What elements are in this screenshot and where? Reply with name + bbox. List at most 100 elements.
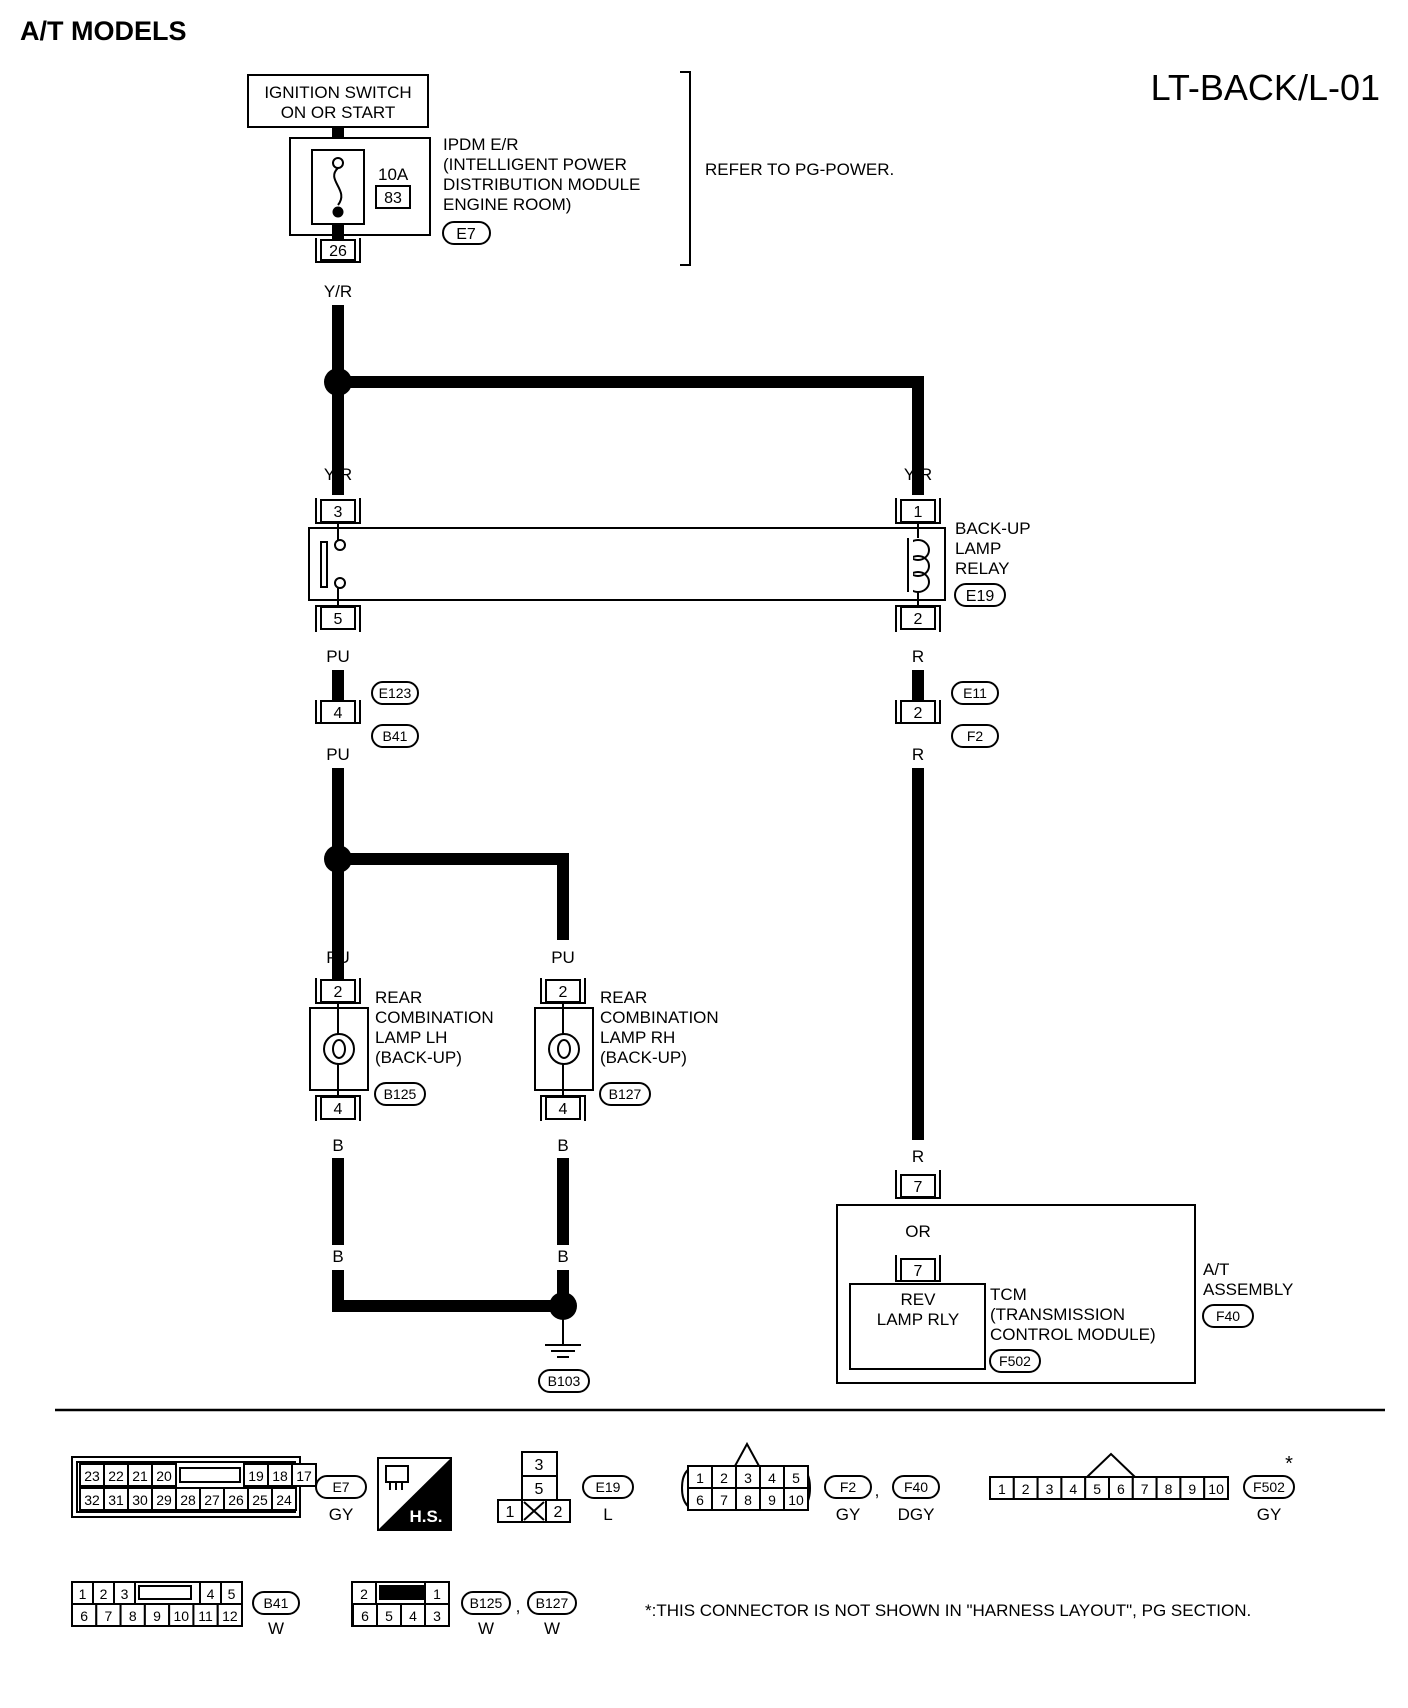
b41-pin-label: 5	[228, 1586, 236, 1602]
b41-pin-label: 12	[222, 1608, 238, 1624]
relay-coil	[903, 538, 930, 593]
svg-text:26: 26	[329, 243, 347, 260]
fuse-amp: 10A	[378, 165, 409, 184]
lamp-rh-label-4: (BACK-UP)	[600, 1048, 687, 1067]
f2-pin-label: 5	[792, 1470, 800, 1486]
wire-label-yr-2: Y/R	[324, 465, 352, 484]
f2-pin-label: 9	[768, 1492, 776, 1508]
svg-text:E123: E123	[379, 685, 412, 701]
b41-pin-label: 8	[129, 1608, 137, 1624]
e7-pin-label: 25	[252, 1492, 268, 1508]
e7-pin-label: 17	[296, 1468, 312, 1484]
relay-label-1: BACK-UP	[955, 519, 1031, 538]
svg-text:4: 4	[559, 1101, 568, 1118]
relay-switch-arm	[320, 541, 328, 588]
f502-pin-label: 9	[1188, 1481, 1196, 1497]
svg-text:2: 2	[914, 611, 923, 628]
relay-contact-top	[334, 539, 346, 551]
svg-text:5: 5	[334, 611, 343, 628]
assembly-label-1: A/T	[1203, 1260, 1229, 1279]
ipdm-label-2: (INTELLIGENT POWER	[443, 155, 627, 174]
e7-pin	[291, 1463, 317, 1487]
ipdm-label-3: DISTRIBUTION MODULE	[443, 175, 640, 194]
b125-pin-label: 3	[433, 1608, 441, 1624]
svg-text:2: 2	[334, 984, 343, 1001]
f502-pin-label: 8	[1165, 1481, 1173, 1497]
svg-text:F40: F40	[1216, 1308, 1240, 1324]
f2-pin-label: 6	[696, 1492, 704, 1508]
e7-pin	[271, 1487, 297, 1511]
svg-text:E19: E19	[596, 1479, 621, 1495]
svg-text:,: ,	[516, 1597, 521, 1616]
wire-b-ground	[332, 1270, 563, 1312]
wire-label-pu-2: PU	[326, 745, 350, 764]
tcm-connector-id: F502	[989, 1349, 1041, 1373]
svg-text:B127: B127	[536, 1595, 569, 1611]
lamp-lh-label-3: LAMP LH	[375, 1028, 447, 1047]
relay-pin-2: 2	[895, 605, 941, 632]
at-pin-outer: 7	[895, 1170, 941, 1199]
b41-pin-label: 3	[121, 1586, 129, 1602]
wire-label-b-2: B	[557, 1136, 568, 1155]
e7-pin-label: 27	[204, 1492, 220, 1508]
svg-text:L: L	[603, 1505, 612, 1524]
f502-pin-label: 2	[1022, 1481, 1030, 1497]
ground-connector-id: B103	[538, 1369, 590, 1393]
e7-pin-label: 19	[248, 1468, 264, 1484]
svg-text:B125: B125	[384, 1086, 417, 1102]
svg-text:B41: B41	[264, 1595, 289, 1611]
relay-pin-3: 3	[315, 498, 361, 524]
relay-contact-bottom	[334, 577, 346, 589]
joint-id-e11: E11	[951, 681, 999, 705]
lamp-rh-label-1: REAR	[600, 988, 647, 1007]
lamp-lh-label-2: COMBINATION	[375, 1008, 494, 1027]
f502-pin-label: 4	[1069, 1481, 1077, 1497]
ignition-switch: IGNITION SWITCH ON OR START	[247, 74, 429, 128]
svg-text:2: 2	[914, 705, 923, 722]
b41-pin-label: 7	[105, 1608, 113, 1624]
relay-pin-5: 5	[315, 605, 361, 632]
b125-pin-label: 6	[361, 1608, 369, 1624]
lamp-rh-pin-top: 2	[540, 978, 586, 1004]
wire-yr-right	[338, 376, 924, 495]
b125-key	[379, 1585, 425, 1600]
b41-pin-label: 11	[198, 1608, 213, 1624]
lamp-lh-label-1: REAR	[375, 988, 422, 1007]
f502-pin-label: 5	[1093, 1481, 1101, 1497]
b41-key	[138, 1585, 192, 1600]
svg-text:DGY: DGY	[898, 1505, 935, 1524]
lamp-lh-connector-id: B125	[374, 1082, 426, 1106]
svg-text:GY: GY	[836, 1505, 861, 1524]
wire-label-yr-1: Y/R	[324, 282, 352, 301]
rev-lamp-rly	[849, 1283, 986, 1370]
ipdm-connector-id: E7	[442, 221, 491, 245]
e7-pin	[151, 1463, 177, 1487]
tcm-label-1: TCM	[990, 1285, 1027, 1304]
ignition-label-1: IGNITION SWITCH	[264, 83, 411, 102]
e7-pin-label: 20	[156, 1468, 172, 1484]
lamp-rh-label-2: COMBINATION	[600, 1008, 719, 1027]
wire-label-yr-3: Y/R	[904, 465, 932, 484]
joint-id-f2: F2	[951, 724, 999, 748]
e7-pin-label: 24	[276, 1492, 292, 1508]
b125-pin	[424, 1603, 450, 1627]
svg-text:GY: GY	[1257, 1505, 1282, 1524]
wire-label-pu-4: PU	[551, 948, 575, 967]
footnote: *:THIS CONNECTOR IS NOT SHOWN IN "HARNES…	[645, 1601, 1251, 1620]
svg-text:F40: F40	[904, 1479, 928, 1495]
svg-text:B41: B41	[383, 728, 408, 744]
rev-label-1: REV	[901, 1290, 937, 1309]
joint-id-e123: E123	[371, 681, 419, 705]
svg-text:E19: E19	[966, 588, 995, 605]
f2-pin-label: 3	[744, 1470, 752, 1486]
wire-label-r-3: R	[912, 1147, 924, 1166]
joint-connector-right: 2	[895, 700, 941, 724]
f2-pin-label: 8	[744, 1492, 752, 1508]
lamp-lh-label-4: (BACK-UP)	[375, 1048, 462, 1067]
relay-pin-1: 1	[895, 498, 941, 524]
rev-label-2: LAMP RLY	[877, 1310, 960, 1329]
svg-text:W: W	[544, 1619, 560, 1638]
f2-pin	[783, 1487, 809, 1511]
